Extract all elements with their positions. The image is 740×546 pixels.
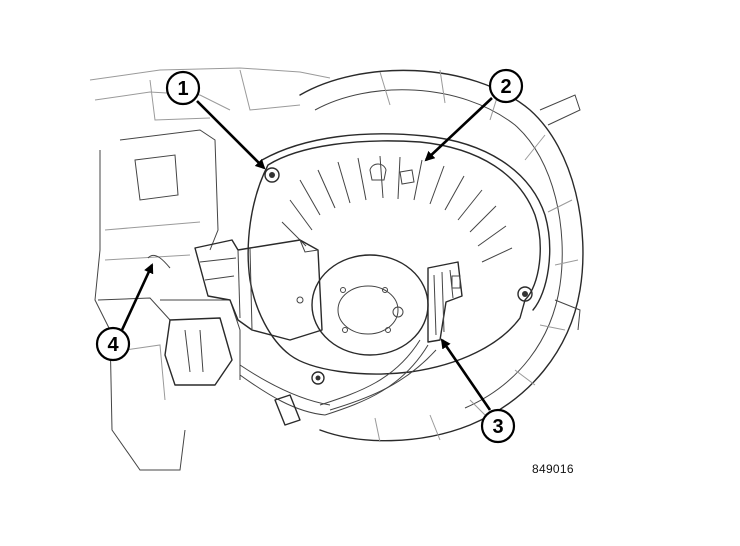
leader-line-1 [196,100,266,170]
callout-2: 2 [488,68,524,104]
callout-3-label: 3 [492,416,503,438]
callout-4-label: 4 [107,334,119,356]
callout-4: 4 [95,326,131,362]
blower-wheel-fins [281,155,513,263]
leader-line-4 [120,263,154,331]
figure-number: 849016 [532,462,574,476]
leader-line-2 [424,97,493,162]
callout-3: 3 [480,408,516,444]
callout-1-label: 1 [177,78,188,100]
motor-electrical-connector [427,261,463,343]
blower-motor-resistor-box [194,239,323,341]
leader-line-3 [440,338,492,411]
blower-scroll-housing [299,69,584,443]
wiring-harness [164,317,437,426]
mounting-screw-bottom [311,371,325,385]
callout-2-label: 2 [500,76,511,98]
mounting-screw-right [517,286,533,302]
callout-1: 1 [165,70,201,106]
hvac-housing [89,67,331,471]
blower-motor-assembly [247,133,551,375]
mounting-screw-top-left [264,167,280,183]
